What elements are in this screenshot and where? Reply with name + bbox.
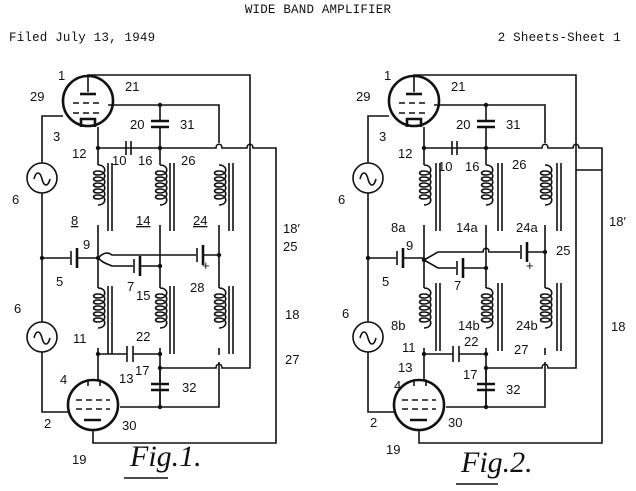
label: 21 bbox=[451, 79, 465, 94]
figure-2: 1 29 21 3 12 10 20 31 16 26 6 6 8a 14a 2… bbox=[338, 68, 626, 485]
label: 29 bbox=[30, 89, 44, 104]
sheet-count: 2 Sheets-Sheet 1 bbox=[497, 31, 621, 45]
label: 18′ bbox=[283, 221, 300, 236]
label: 3 bbox=[379, 129, 386, 144]
label: 27 bbox=[514, 342, 528, 357]
label: 18 bbox=[285, 307, 299, 322]
label: 12 bbox=[398, 146, 412, 161]
label: 14 bbox=[136, 213, 150, 228]
label: 31 bbox=[180, 117, 194, 132]
label: 21 bbox=[125, 79, 139, 94]
label: 4 bbox=[394, 378, 401, 393]
label: 2 bbox=[44, 416, 51, 431]
label: 12 bbox=[72, 146, 86, 161]
label: 26 bbox=[512, 157, 526, 172]
label: 13 bbox=[398, 360, 412, 375]
label: + bbox=[526, 258, 534, 273]
label: 24 bbox=[193, 213, 207, 228]
filing-date: Filed July 13, 1949 bbox=[9, 31, 156, 45]
label: 6 bbox=[342, 306, 349, 321]
label: 14b bbox=[458, 318, 480, 333]
label: 19 bbox=[72, 452, 86, 467]
label: 16 bbox=[138, 153, 152, 168]
label: 9 bbox=[83, 237, 90, 252]
label: 7 bbox=[127, 279, 134, 294]
label: 27 bbox=[285, 352, 299, 367]
label: 18 bbox=[611, 319, 625, 334]
label: 1 bbox=[384, 68, 391, 83]
label: 20 bbox=[130, 117, 144, 132]
label: 5 bbox=[382, 274, 389, 289]
label: 10 bbox=[438, 159, 452, 174]
label: 32 bbox=[506, 382, 520, 397]
tube-1 bbox=[387, 74, 441, 128]
figure-caption: Fig.1. bbox=[129, 440, 202, 473]
label: 10 bbox=[112, 153, 126, 168]
label: 11 bbox=[402, 340, 416, 355]
label: 3 bbox=[53, 129, 60, 144]
label: 13 bbox=[119, 371, 133, 386]
label: 14a bbox=[456, 220, 478, 235]
label: 17 bbox=[463, 367, 477, 382]
label: 2 bbox=[370, 415, 377, 430]
figure-caption: Fig.2. bbox=[460, 446, 533, 479]
label: 4 bbox=[60, 372, 67, 387]
label: 19 bbox=[386, 442, 400, 457]
patent-title: WIDE BAND AMPLIFIER bbox=[244, 3, 392, 17]
label: 16 bbox=[465, 159, 479, 174]
label: 32 bbox=[182, 380, 196, 395]
label: 25 bbox=[283, 239, 297, 254]
label: 9 bbox=[406, 238, 413, 253]
label: 1 bbox=[58, 68, 65, 83]
label: + bbox=[202, 258, 210, 273]
label: 8 bbox=[71, 213, 78, 228]
label: 6 bbox=[12, 192, 19, 207]
label: 28 bbox=[190, 280, 204, 295]
label: 24a bbox=[516, 220, 538, 235]
label: 8b bbox=[391, 318, 405, 333]
label: 11 bbox=[73, 331, 87, 346]
label: 8a bbox=[391, 220, 406, 235]
label: 5 bbox=[56, 274, 63, 289]
label: 17 bbox=[135, 363, 149, 378]
label: 20 bbox=[456, 117, 470, 132]
label: 30 bbox=[122, 418, 136, 433]
label: 22 bbox=[464, 334, 478, 349]
label: 6 bbox=[338, 192, 345, 207]
label: 18′ bbox=[609, 214, 626, 229]
tube-2 bbox=[392, 378, 446, 432]
label: 22 bbox=[136, 329, 150, 344]
label: 30 bbox=[448, 415, 462, 430]
figure-1: 1 29 21 3 12 10 20 31 16 26 6 6 8 14 24 … bbox=[12, 68, 300, 479]
label: 29 bbox=[356, 89, 370, 104]
label: 24b bbox=[516, 318, 538, 333]
label: 25 bbox=[556, 243, 570, 258]
label: 31 bbox=[506, 117, 520, 132]
label: 26 bbox=[181, 153, 195, 168]
label: 7 bbox=[454, 278, 461, 293]
tube-2 bbox=[66, 378, 120, 432]
label: 15 bbox=[136, 288, 150, 303]
label: 6 bbox=[14, 301, 21, 316]
